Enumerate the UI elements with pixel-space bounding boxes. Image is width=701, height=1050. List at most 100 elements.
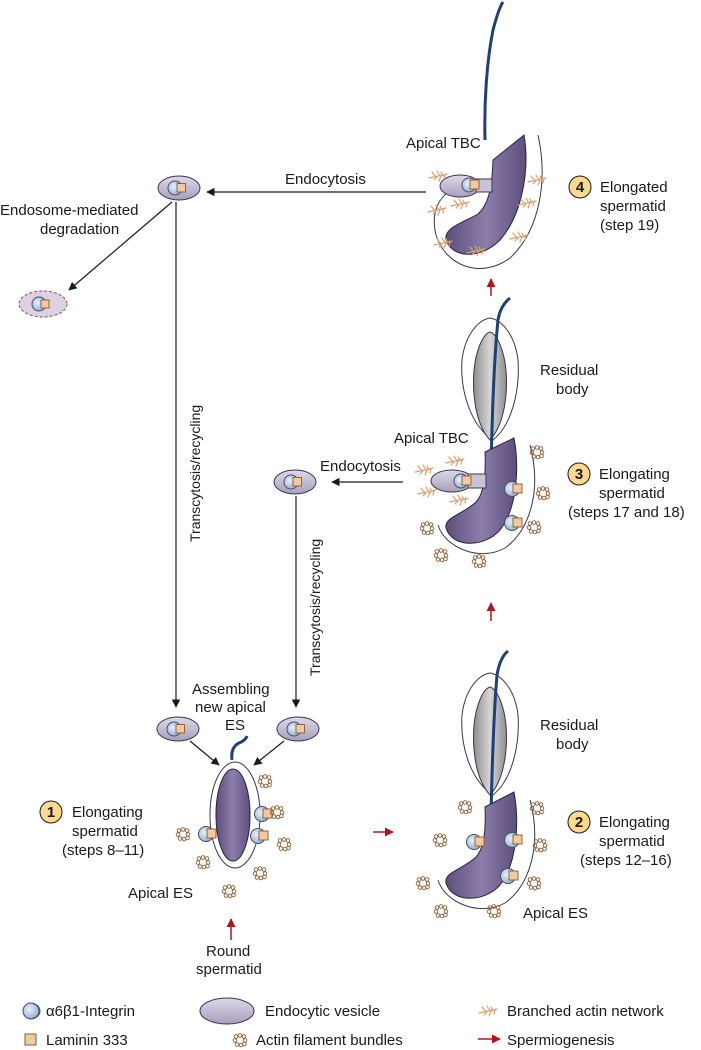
legend: α6β1-Integrin Laminin 333 Endocytic vesi… (22, 997, 664, 1049)
branched-actin (428, 170, 448, 182)
integrin-laminin-complex (254, 806, 273, 822)
flagellum (230, 735, 249, 761)
integrin-icon (22, 1002, 40, 1020)
vesicle-icon (199, 997, 255, 1025)
actin-bundle (471, 554, 487, 569)
actin-bundle (415, 876, 431, 891)
branched-actin (517, 197, 537, 209)
endocytic-vesicle (276, 716, 320, 742)
actin-bundle (276, 837, 292, 852)
stage-badge (567, 462, 591, 486)
assembly-arrow (189, 740, 220, 766)
assembling-label-3: ES (225, 717, 245, 734)
sertoli-membrane (437, 799, 536, 910)
stage-number: 2 (575, 814, 583, 831)
assembling-label-2: new apical (195, 699, 266, 716)
residual-body (473, 331, 507, 441)
spermatid-head (215, 768, 251, 862)
stage-title: Elongated (600, 179, 668, 196)
integrin-laminin-complex (504, 515, 523, 531)
branched-actin (450, 198, 470, 210)
legend-label: Spermiogenesis (507, 1032, 615, 1049)
stage-subtitle: spermatid (599, 833, 665, 850)
stage-title: Elongating (599, 814, 670, 831)
endocytosis-label: Endocytosis (285, 171, 366, 188)
legend-vesicle: Endocytic vesicle (199, 997, 380, 1025)
legend-spermiogenesis: Spermiogenesis (478, 1032, 615, 1049)
legend-label: Endocytic vesicle (265, 1003, 380, 1020)
stage-badge (39, 800, 63, 824)
stage-3-elongating-spermatid: Residual body Apical TBC 3 Elongating sp… (394, 296, 685, 569)
spermatid-head (445, 134, 527, 255)
transcytosis-label: Transcytosis/recycling (307, 539, 323, 676)
residual-body-label-2: body (556, 381, 589, 398)
legend-branched: Branched actin network (478, 1003, 664, 1020)
stage-steps: (step 19) (600, 217, 659, 234)
endocytic-vesicle (156, 716, 200, 742)
actin-bundle (175, 827, 191, 842)
round-spermatid-label-1: Round (206, 943, 250, 960)
actin-bundle (432, 833, 448, 848)
branched-actin-icon (478, 1005, 498, 1017)
flagellum (489, 296, 511, 471)
flagellum (489, 649, 510, 816)
actin-bundle (433, 904, 449, 919)
degradation-arrow (68, 201, 173, 291)
legend-label: Laminin 333 (46, 1032, 128, 1049)
endocytic-vesicle (157, 175, 201, 201)
residual-body (473, 686, 507, 796)
actin-bundle (535, 486, 551, 501)
endocytic-vesicle (273, 469, 317, 495)
stage-title: Elongating (599, 466, 670, 483)
apical-tbc (430, 469, 487, 493)
stage-badge (567, 810, 591, 834)
stage-subtitle: spermatid (72, 823, 138, 840)
endocytosis-label: Endocytosis (320, 458, 401, 475)
actin-bundle (221, 884, 237, 899)
stage-badge (568, 175, 592, 199)
branched-actin (417, 486, 437, 498)
residual-body-label-1: Residual (540, 717, 598, 734)
branched-actin (509, 231, 529, 243)
legend-bundles: Actin filament bundles (232, 1032, 403, 1049)
assembly-arrow (253, 740, 285, 766)
actin-bundle (526, 520, 542, 535)
degraded-vesicle (18, 290, 68, 318)
transcytosis-label: Transcytosis/recycling (187, 405, 203, 542)
apical-es-label: Apical ES (128, 885, 193, 902)
stage-number: 3 (575, 466, 583, 483)
legend-label: α6β1-Integrin (46, 1003, 135, 1020)
apical-es-label: Apical ES (523, 905, 588, 922)
stage-subtitle: spermatid (600, 198, 666, 215)
legend-label: Branched actin network (507, 1003, 664, 1020)
stage-2-elongating-spermatid: Residual body 2 Elongating spermatid (st… (415, 649, 672, 922)
integrin-laminin-complex (504, 832, 523, 848)
actin-bundle (486, 904, 502, 919)
stage-steps: (steps 17 and 18) (568, 504, 685, 521)
endosome-label-1: Endosome-mediated (0, 202, 138, 219)
branched-actin (449, 494, 469, 506)
legend-integrin: α6β1-Integrin (22, 1002, 135, 1020)
laminin-icon (24, 1033, 37, 1046)
stage-title: Elongating (72, 804, 143, 821)
actin-bundle (195, 855, 211, 870)
stage-steps: (steps 8–11) (62, 842, 144, 859)
actin-bundle (532, 838, 548, 853)
apical-tbc (439, 174, 493, 198)
legend-laminin: Laminin 333 (24, 1032, 128, 1049)
integrin-laminin-complex (504, 481, 523, 497)
actin-bundle (252, 866, 268, 881)
stage-number: 1 (47, 804, 55, 821)
branched-actin (427, 204, 447, 216)
stage-1-elongating-spermatid: Assembling new apical ES 1 Elongating sp… (39, 681, 320, 978)
actin-bundle (433, 548, 449, 563)
apical-tbc-label: Apical TBC (394, 430, 469, 447)
branched-actin (527, 174, 547, 186)
stage-4-elongated-spermatid: Apical TBC 4 Elongated spermatid (step 1… (406, 1, 668, 269)
actin-bundle-icon (232, 1033, 248, 1048)
assembling-label-1: Assembling (192, 681, 270, 698)
stage-steps: (steps 12–16) (580, 852, 672, 869)
branched-actin (445, 455, 465, 467)
branched-actin (414, 464, 434, 476)
actin-bundle (457, 800, 473, 815)
